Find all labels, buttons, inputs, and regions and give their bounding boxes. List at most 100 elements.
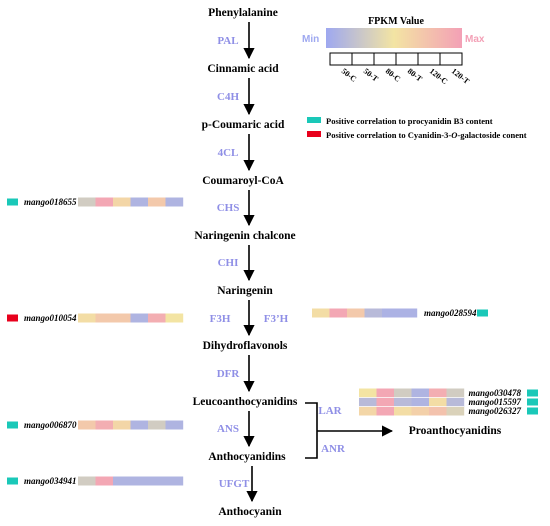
heatmap-cell [329,308,348,318]
gene-label: mango018655 [24,197,77,207]
metabolite-naringenin-chalcone: Naringenin chalcone [194,230,295,242]
gene-heatmap [78,476,184,486]
enzyme-f3h: F3H [210,313,231,325]
gene-row-mango006870: mango006870 [7,420,184,430]
gene-row-mango018655: mango018655 [7,197,184,207]
heatmap-cell [394,406,412,416]
fpkm-legend-title: FPKM Value [368,16,424,27]
heatmap-cell [411,406,430,416]
gene-label: mango026327 [468,406,521,416]
gene-label: mango028594 [424,308,477,318]
heatmap-cell [165,197,184,207]
gene-correlation-swatch [527,407,538,415]
gene-heatmap [359,397,465,407]
heatmap-cell [429,397,447,407]
enzyme-chi: CHI [218,257,239,269]
heatmap-cell [411,388,430,398]
enzyme-ufgt: UFGT [219,478,250,490]
metabolite-proanthocyanidins: Proanthocyanidins [409,425,502,437]
heatmap-cell [429,388,447,398]
heatmap-cell [411,397,430,407]
heatmap-cell [148,197,166,207]
heatmap-cell [148,476,166,486]
gene-heatmap [359,388,465,398]
gene-row-mango015597: mango015597 [359,397,538,407]
metabolite-naringenin: Naringenin [217,285,273,297]
heatmap-cell [130,197,149,207]
heatmap-cell [376,388,395,398]
legend-cyanidin-text-part1: Positive correlation to Cyanidin-3- [326,130,451,140]
enzyme-ans: ANS [217,423,239,435]
heatmap-cell [165,313,184,323]
heatmap-cell [78,313,96,323]
heatmap-cell [113,420,131,430]
fpkm-sample-label: 120-T [450,66,472,86]
heatmap-cell [376,406,395,416]
gene-correlation-swatch [7,198,18,206]
heatmap-cell [78,476,96,486]
fpkm-gradient-bar [326,28,462,48]
gene-row-mango030478: mango030478 [359,388,538,398]
fpkm-sample-label: 80-C [384,66,403,83]
fpkm-sample-label: 50-C [340,66,359,83]
heatmap-cell [130,420,149,430]
fpkm-sample-label: 80-T [406,66,425,83]
fpkm-min-label: Min [302,34,319,45]
heatmap-cell [165,420,184,430]
fpkm-sample-boxes [329,52,463,66]
heatmap-cell [95,197,114,207]
gene-label: mango010054 [24,313,77,323]
heatmap-cell [359,388,377,398]
gene-label: mango030478 [468,388,521,398]
heatmap-cell [148,313,166,323]
heatmap-cell [364,308,383,318]
gene-label: mango034941 [24,476,77,486]
heatmap-cell [312,308,330,318]
metabolite-anthocyanidins: Anthocyanidins [208,451,286,463]
fpkm-sample-label: 120-C [428,66,450,86]
gene-label: mango006870 [24,420,77,430]
fpkm-sample-label: 50-T [362,66,381,83]
heatmap-cell [394,388,412,398]
legend-cyanidin-swatch [307,131,321,137]
metabolite-anthocyanin: Anthocyanin [218,506,282,518]
heatmap-cell [113,313,131,323]
fpkm-sample-box [351,52,375,66]
bracket-lar-anr [305,402,318,459]
fpkm-sample-box [417,52,441,66]
heatmap-cell [359,397,377,407]
legend-procyanidin-text: Positive correlation to procyanidin B3 c… [326,116,493,126]
enzyme-lar: LAR [318,405,342,417]
fpkm-max-label: Max [465,34,485,45]
enzyme-4cl: 4CL [218,147,239,159]
heatmap-cell [376,397,395,407]
heatmap-cell [95,476,114,486]
metabolite-dihydroflavonols: Dihydroflavonols [203,340,288,352]
gene-heatmap [78,313,184,323]
metabolite-cinnamic-acid: Cinnamic acid [207,63,279,75]
heatmap-cell [394,397,412,407]
gene-correlation-swatch [7,421,18,429]
heatmap-cell [382,308,400,318]
heatmap-cell [95,313,114,323]
metabolite-phenylalanine: Phenylalanine [208,7,278,19]
heatmap-cell [78,420,96,430]
enzyme-dfr: DFR [217,368,241,380]
heatmap-cell [399,308,418,318]
gene-row-mango010054: mango010054 [7,313,184,323]
heatmap-cell [113,476,131,486]
enzyme-chs: CHS [217,202,240,214]
heatmap-cell [429,406,447,416]
heatmap-cell [130,313,149,323]
legend-cyanidin-text: Positive correlation to Cyanidin-3-O-gal… [326,130,527,140]
heatmap-cell [78,197,96,207]
fpkm-sample-box [329,52,353,66]
heatmap-cell [95,420,114,430]
gene-correlation-swatch [477,309,488,317]
gene-label: mango015597 [468,397,521,407]
correlation-legend: Positive correlation to procyanidin B3 c… [307,116,527,140]
heatmap-cell [446,388,465,398]
fpkm-sample-box [373,52,397,66]
heatmap-cell [130,476,149,486]
